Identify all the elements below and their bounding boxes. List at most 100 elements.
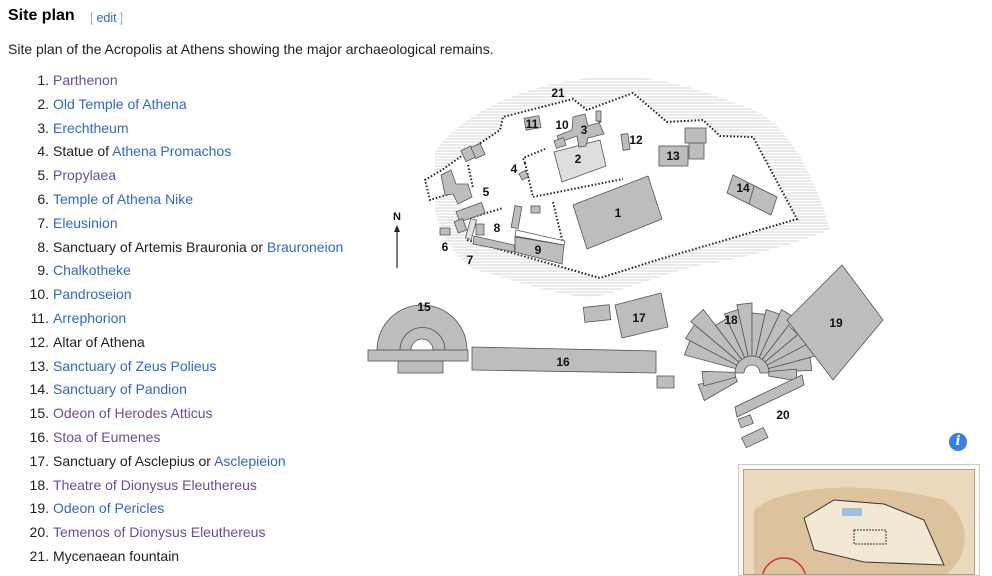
item-text: Altar of Athena <box>53 333 145 350</box>
building-13b[interactable] <box>684 127 707 144</box>
item-link[interactable]: Temple of Athena Nike <box>53 190 194 207</box>
building-11-arrephorion[interactable] <box>523 115 542 131</box>
list-item: 7.Eleusinion <box>0 214 343 238</box>
item-link[interactable]: Odeon of Pericles <box>53 500 165 517</box>
list-item: 2.Old Temple of Athena <box>0 95 343 119</box>
list-item: 1.Parthenon <box>0 71 343 95</box>
description: Site plan of the Acropolis at Athens sho… <box>8 41 494 57</box>
item-number: 11. <box>30 309 49 326</box>
item-link[interactable]: Propylaea <box>53 167 117 184</box>
map-label-12: 12 <box>629 133 643 147</box>
map-label-9: 9 <box>535 243 542 257</box>
item-link[interactable]: Pandroseion <box>53 286 132 303</box>
edit-link[interactable]: edit <box>96 11 117 25</box>
map-label-13: 13 <box>666 149 680 163</box>
odeon-herodes-base <box>397 360 444 374</box>
list-item: 15.Odeon of Herodes Atticus <box>0 404 343 428</box>
temenos-annex-2[interactable] <box>741 426 769 449</box>
item-link[interactable]: Erechtheum <box>53 119 129 136</box>
item-number: 15. <box>29 405 49 422</box>
item-link[interactable]: Sanctuary of Pandion <box>53 381 187 398</box>
item-number: 9. <box>37 262 49 279</box>
building-20-temenos[interactable] <box>734 374 805 418</box>
building-1-parthenon[interactable] <box>572 175 663 250</box>
historic-map-parthenon <box>853 529 887 545</box>
list-item: 13.Sanctuary of Zeus Polieus <box>0 357 343 381</box>
list-item: 11.Arrephorion <box>0 309 343 333</box>
site-plan-map[interactable]: N 1 2 3 4 5 6 7 8 9 10 11 12 13 14 15 16… <box>360 60 960 460</box>
item-link[interactable]: Odeon of Herodes Atticus <box>53 405 213 422</box>
item-link[interactable]: Arrephorion <box>53 309 127 326</box>
list-item: 10.Pandroseion <box>0 285 343 309</box>
building-3-erechtheum[interactable] <box>556 113 605 148</box>
building-7-eleusinion[interactable] <box>465 218 477 240</box>
building-17-asclepieion[interactable] <box>614 292 669 339</box>
list-item: 21.Mycenaean fountain <box>0 547 343 571</box>
item-link[interactable]: Eleusinion <box>53 214 118 231</box>
item-link[interactable]: Old Temple of Athena <box>53 95 187 112</box>
inner-wall-5 <box>467 164 474 189</box>
map-label-14: 14 <box>736 181 750 195</box>
building-13-zeus-polieus[interactable] <box>658 145 689 167</box>
building-8c[interactable] <box>510 205 523 229</box>
building-14-pandion[interactable] <box>726 174 778 216</box>
item-number: 4. <box>37 143 49 160</box>
item-link[interactable]: Temenos of Dionysus Eleuthereus <box>53 524 266 541</box>
temenos-annex[interactable] <box>737 414 754 429</box>
list-item: 4.Statue of Athena Promachos <box>0 142 343 166</box>
small-structure[interactable] <box>656 375 675 389</box>
item-link[interactable]: Parthenon <box>53 72 118 88</box>
building-10-pandroseion[interactable] <box>553 137 567 149</box>
building-13c[interactable] <box>688 142 705 160</box>
map-label-6: 6 <box>442 240 449 254</box>
info-icon[interactable]: i <box>949 433 967 451</box>
item-number: 20. <box>29 524 49 541</box>
item-number: 2. <box>37 95 49 112</box>
building-5-propylaea[interactable] <box>440 169 473 205</box>
building-8d[interactable] <box>530 205 541 214</box>
building-3b[interactable] <box>595 110 602 122</box>
historic-map-thumbnail[interactable] <box>738 464 980 576</box>
acropolis-wall <box>423 91 799 280</box>
item-number: 6. <box>37 190 49 207</box>
building-4-promachos[interactable] <box>518 169 530 181</box>
inner-wall-2 <box>521 148 546 164</box>
list-item: 14.Sanctuary of Pandion <box>0 380 343 404</box>
list-item: 8.Sanctuary of Artemis Brauronia or Brau… <box>0 238 343 262</box>
building-19-odeon-pericles[interactable] <box>786 264 884 381</box>
item-text: Sanctuary of Asclepius or <box>53 452 215 469</box>
building-18-theatre-dionysus[interactable] <box>683 302 821 402</box>
item-number: 1. <box>37 72 49 88</box>
building-16-stoa-eumenes[interactable] <box>471 346 657 374</box>
asclepieion-annex[interactable] <box>582 304 612 323</box>
item-link[interactable]: Sanctuary of Zeus Polieus <box>53 357 217 374</box>
item-link[interactable]: Theatre of Dionysus Eleuthereus <box>53 476 257 493</box>
item-link[interactable]: Athena Promachos <box>112 143 232 160</box>
item-number: 13. <box>29 357 49 374</box>
chalkotheke-portico <box>514 229 566 246</box>
map-label-19: 19 <box>829 316 843 330</box>
map-label-21: 21 <box>551 86 565 100</box>
map-label-3: 3 <box>581 123 588 137</box>
item-link[interactable]: Brauroneion <box>267 238 344 255</box>
propylaea-south-2[interactable] <box>453 218 468 234</box>
north-label: N <box>393 211 401 223</box>
map-label-1: 1 <box>615 206 622 220</box>
list-item: 16.Stoa of Eumenes <box>0 428 343 452</box>
propylaea-north-2[interactable] <box>470 142 486 160</box>
item-link[interactable]: Chalkotheke <box>53 262 131 279</box>
building-6-athena-nike[interactable] <box>439 227 451 236</box>
item-link[interactable]: Stoa of Eumenes <box>53 428 161 445</box>
building-14-divider <box>748 185 755 205</box>
item-link[interactable]: Asclepieion <box>214 452 286 469</box>
historic-map-wall <box>803 499 945 566</box>
item-number: 10. <box>29 286 49 303</box>
building-8b[interactable] <box>475 223 485 236</box>
building-12-altar[interactable] <box>620 133 631 151</box>
item-number: 12. <box>29 333 49 350</box>
north-arrow-head <box>394 225 400 232</box>
map-label-8: 8 <box>494 221 501 235</box>
bracket-open: [ <box>90 11 94 25</box>
propylaea-south[interactable] <box>455 202 486 223</box>
